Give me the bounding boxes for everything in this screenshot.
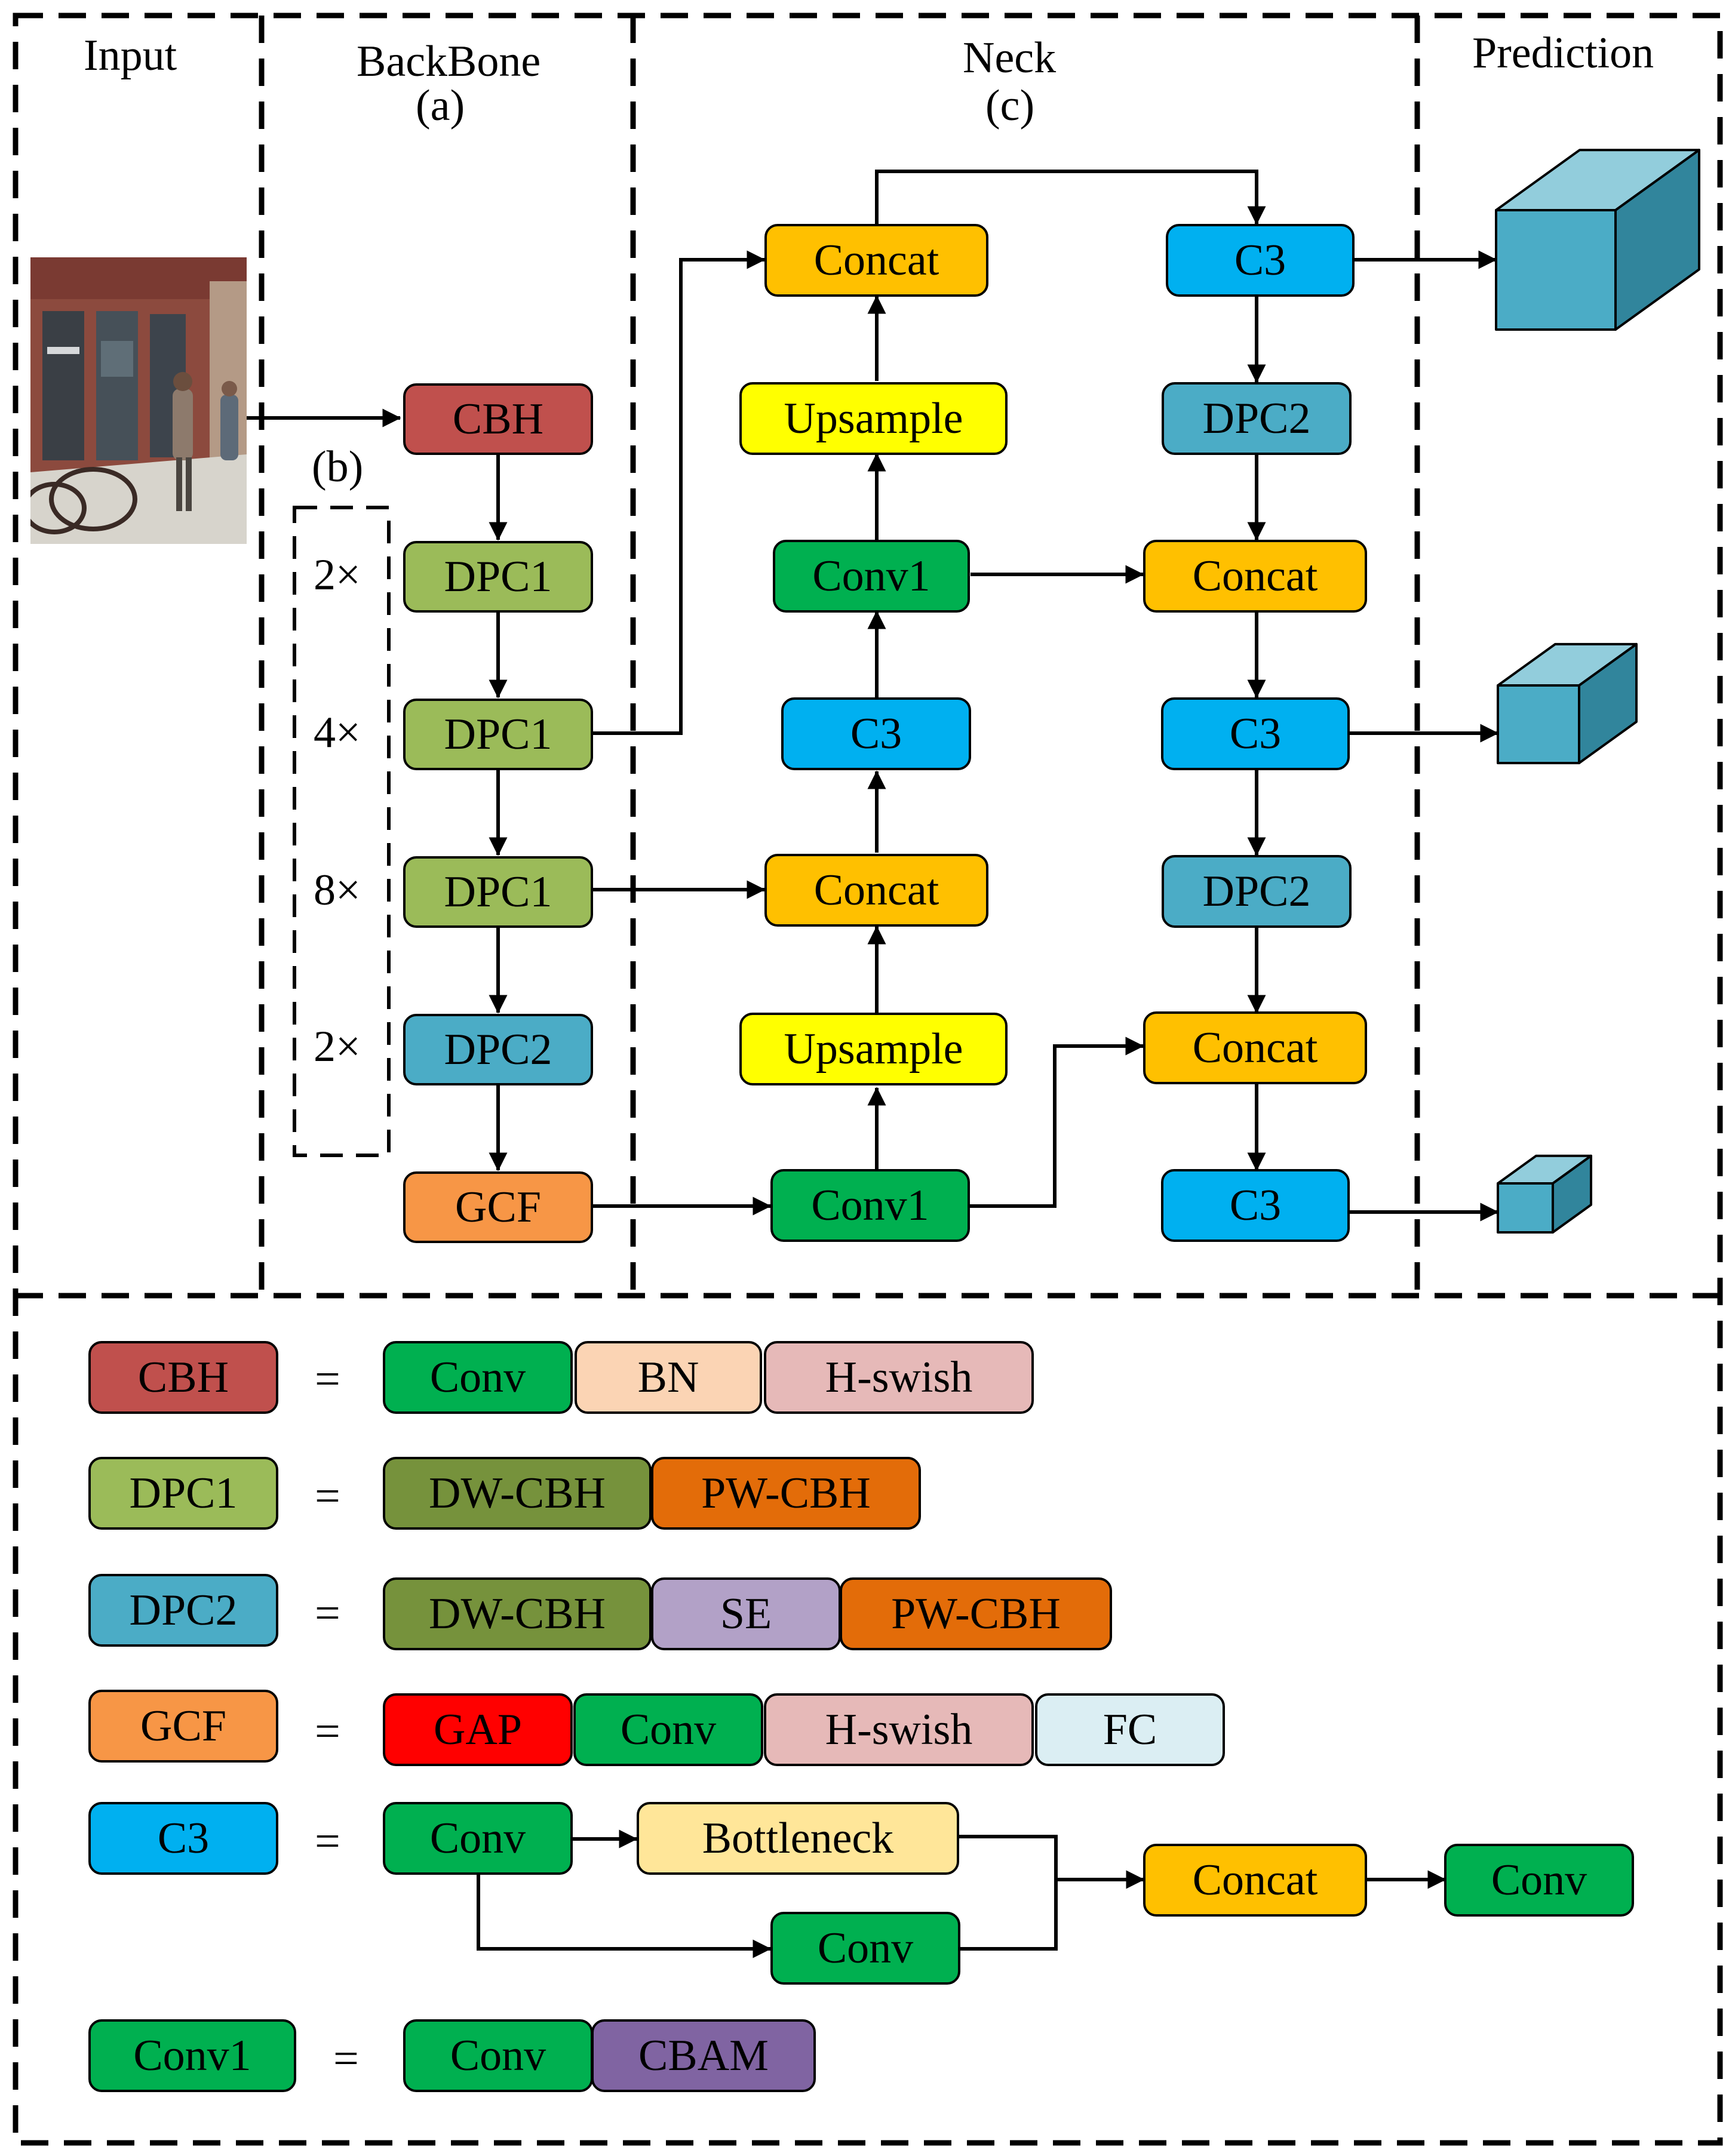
legend-gcf-gap: GAP xyxy=(383,1693,573,1766)
neck-c3: C3 xyxy=(1166,224,1355,297)
neck-dpc2: DPC2 xyxy=(1162,382,1352,455)
neck-concat: Concat xyxy=(1143,540,1367,613)
legend-c3-conv-out: Conv xyxy=(1444,1844,1634,1917)
neck-c3: C3 xyxy=(1161,697,1350,770)
legend-equals: = xyxy=(315,1816,340,1866)
neck-upsample: Upsample xyxy=(739,1013,1008,1085)
legend-conv1-conv: Conv xyxy=(403,2019,593,2092)
backbone-dpc1: DPC1 xyxy=(403,856,593,928)
legend-equals: = xyxy=(315,1471,340,1521)
section-title-input: Input xyxy=(84,31,177,80)
neck-concat: Concat xyxy=(1143,1011,1367,1084)
legend-dpc2-dwcbh: DW-CBH xyxy=(383,1577,652,1650)
repeat-count: 4× xyxy=(314,708,361,757)
legend-c3-conv-branch: Conv xyxy=(770,1912,960,1985)
repeat-count: 2× xyxy=(314,1022,361,1071)
legend-cbh: CBH xyxy=(88,1341,278,1414)
section-tag-neck: (c) xyxy=(985,81,1035,130)
legend-dpc1-pwcbh: PW-CBH xyxy=(651,1457,921,1530)
section-tag-backbone: (a) xyxy=(416,81,465,130)
repeat-count: 2× xyxy=(314,550,361,599)
legend-gcf-hswish: H-swish xyxy=(764,1693,1034,1766)
legend-dpc1: DPC1 xyxy=(88,1457,278,1530)
legend-gcf-conv: Conv xyxy=(573,1693,763,1766)
neck-c3: C3 xyxy=(1161,1169,1350,1242)
section-title-neck: Neck xyxy=(963,33,1057,82)
legend-c3-conv: Conv xyxy=(383,1802,573,1875)
legend-dpc2-pwcbh: PW-CBH xyxy=(840,1577,1112,1650)
legend-gcf-fc: FC xyxy=(1035,1693,1225,1766)
arrow-concat-c3-right-top xyxy=(875,170,1266,225)
prediction-head-large xyxy=(1495,149,1700,331)
legend-equals: = xyxy=(315,1354,340,1404)
legend-c3-bottleneck: Bottleneck xyxy=(637,1802,959,1875)
section-title-prediction: Prediction xyxy=(1472,29,1654,78)
cube-front xyxy=(1495,209,1617,331)
legend-c3-concat: Concat xyxy=(1143,1844,1367,1917)
repeat-group-frame xyxy=(293,506,391,1157)
legend-conv1-cbam: CBAM xyxy=(591,2019,816,2092)
arrow-conv1-concat-right-low xyxy=(969,1037,1144,1208)
legend-cbh-bn: BN xyxy=(575,1341,762,1414)
repeat-count: 8× xyxy=(314,866,361,915)
prediction-head-medium xyxy=(1497,642,1638,764)
outer-frame xyxy=(13,13,1723,2146)
section-frames xyxy=(13,13,1723,2146)
backbone-dpc2: DPC2 xyxy=(403,1014,593,1085)
legend-equals: = xyxy=(333,2034,359,2084)
section-title-backbone: BackBone xyxy=(357,37,541,86)
prediction-head-small xyxy=(1497,1154,1592,1234)
legend-cbh-hswish: H-swish xyxy=(764,1341,1034,1414)
legend-cbh-conv: Conv xyxy=(383,1341,573,1414)
backbone-dpc1: DPC1 xyxy=(403,541,593,613)
cube-front xyxy=(1497,1182,1554,1234)
backbone-gcf: GCF xyxy=(403,1171,593,1243)
backbone-cbh: CBH xyxy=(403,383,593,455)
neck-dpc2: DPC2 xyxy=(1162,855,1352,928)
neck-upsample: Upsample xyxy=(739,382,1008,455)
input-image xyxy=(30,257,247,544)
legend-equals: = xyxy=(315,1706,340,1757)
legend-equals: = xyxy=(315,1588,340,1638)
arrow-c3-conv-down xyxy=(477,1874,772,1958)
legend-dpc1-dwcbh: DW-CBH xyxy=(383,1457,652,1530)
backbone-dpc1: DPC1 xyxy=(403,699,593,770)
legend-c3: C3 xyxy=(88,1802,278,1875)
legend-dpc2-se: SE xyxy=(651,1577,841,1650)
neck-conv1: Conv1 xyxy=(770,1169,970,1242)
repeat-group-tag: (b) xyxy=(312,442,364,491)
legend-conv1: Conv1 xyxy=(88,2019,296,2092)
neck-conv1: Conv1 xyxy=(773,540,970,613)
legend-gcf: GCF xyxy=(88,1690,278,1763)
arrow-dpc1a-concat-top xyxy=(591,250,766,735)
line-bottleneck-merge xyxy=(959,1835,1058,1951)
neck-concat: Concat xyxy=(764,224,988,297)
legend-dpc2: DPC2 xyxy=(88,1574,278,1647)
neck-c3: C3 xyxy=(781,697,971,770)
neck-concat: Concat xyxy=(764,854,988,927)
cube-front xyxy=(1497,684,1580,764)
